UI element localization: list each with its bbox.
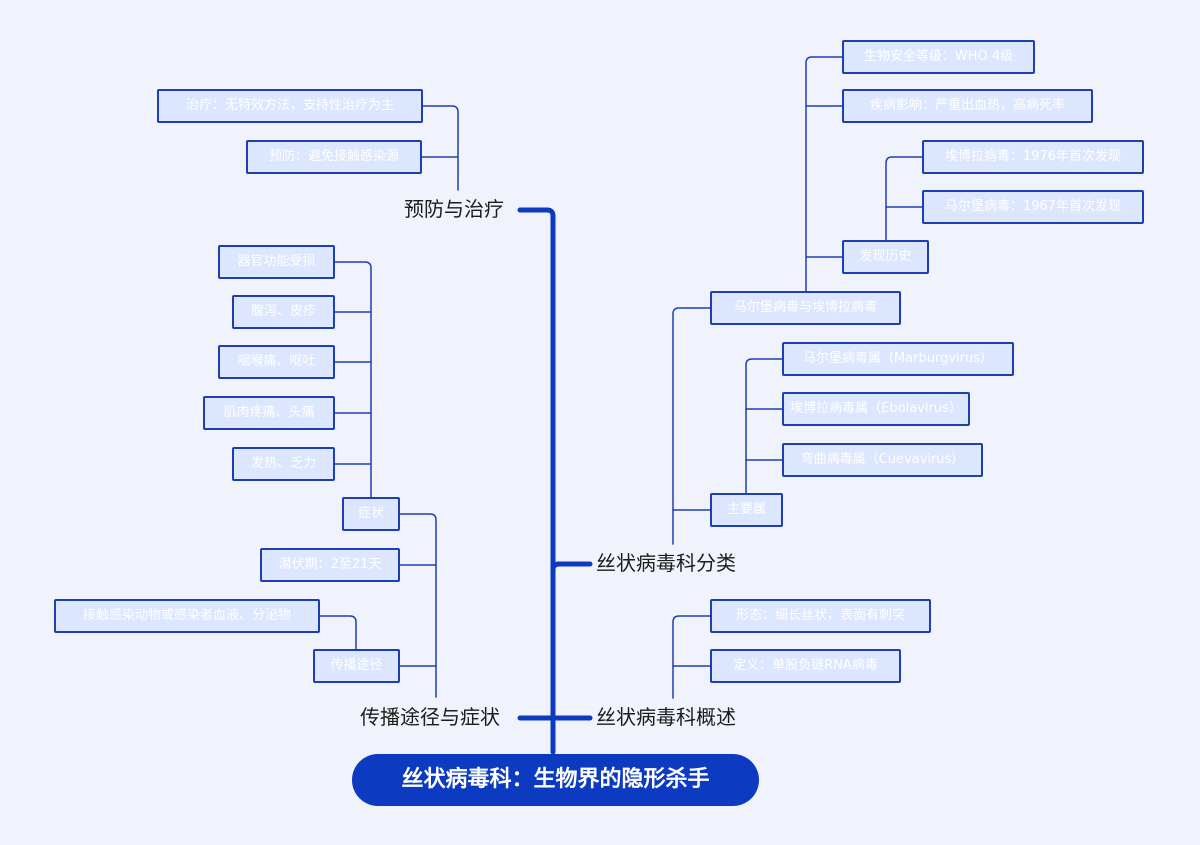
link-ebola-discovery — [885, 156, 923, 241]
link-symptom-organ — [334, 261, 372, 498]
node-transmission-route[interactable]: 传播途径 — [313, 649, 400, 683]
branch-classification[interactable]: 丝状病毒科分类 — [596, 551, 736, 575]
node-symptom-fever[interactable]: 发热、乏力 — [232, 447, 335, 481]
node-genus-cuevavirus[interactable]: 弯曲病毒属（Cuevavirus） — [782, 443, 983, 477]
node-marburg-discovery[interactable]: 马尔堡病毒：1967年首次发现 — [922, 190, 1144, 224]
link-biosafety — [805, 56, 843, 292]
node-incubation[interactable]: 潜伏期：2至21天 — [260, 548, 400, 582]
node-disease-impact[interactable]: 疾病影响：严重出血热，高病死率 — [842, 89, 1093, 123]
node-genus-marburgvirus[interactable]: 马尔堡病毒属（Marburgvirus） — [782, 342, 1014, 376]
node-prevention[interactable]: 预防：避免接触感染源 — [246, 140, 422, 174]
node-main-genera[interactable]: 主要属 — [710, 493, 783, 527]
root-topic[interactable]: 丝状病毒科：生物界的隐形杀手 — [352, 754, 759, 806]
node-ebola-discovery[interactable]: 埃博拉病毒：1976年首次发现 — [922, 140, 1144, 174]
node-definition[interactable]: 定义：单股负链RNA病毒 — [710, 649, 901, 683]
node-treatment[interactable]: 治疗：无特效方法，支持性治疗为主 — [157, 89, 423, 123]
branch-prevention-treatment[interactable]: 预防与治疗 — [404, 197, 504, 221]
node-morphology[interactable]: 形态：细长丝状，表面有刺突 — [710, 599, 931, 633]
node-symptom-muscle-head[interactable]: 肌肉疼痛、头痛 — [203, 396, 335, 430]
node-symptoms[interactable]: 症状 — [342, 497, 400, 531]
node-contact-source[interactable]: 接触感染动物或感染者血液、分泌物 — [54, 599, 320, 633]
link-contact-source — [319, 615, 357, 650]
node-marburg-ebola[interactable]: 马尔堡病毒与埃博拉病毒 — [710, 291, 901, 325]
link-marburgvirus — [745, 358, 783, 494]
node-genus-ebolavirus[interactable]: 埃博拉病毒属（Ebolavirus） — [782, 392, 970, 426]
link-marburg-ebola — [672, 307, 711, 545]
node-symptom-organ[interactable]: 器官功能受损 — [218, 245, 335, 279]
trunk-line — [517, 207, 556, 755]
branch-overview[interactable]: 丝状病毒科概述 — [596, 705, 736, 729]
link-symptoms — [399, 513, 437, 698]
node-symptom-throat-vomit[interactable]: 咽喉痛、呕吐 — [218, 345, 335, 379]
branch-line-classification — [550, 561, 593, 573]
node-biosafety-level[interactable]: 生物安全等级：WHO 4级 — [842, 40, 1035, 74]
link-morphology — [672, 615, 711, 699]
branch-transmission-symptoms[interactable]: 传播途径与症状 — [360, 705, 500, 729]
node-discovery-history[interactable]: 发现历史 — [842, 240, 929, 274]
node-symptom-diarrhea-rash[interactable]: 腹泻、皮疹 — [232, 295, 335, 329]
link-treatment — [422, 105, 459, 191]
